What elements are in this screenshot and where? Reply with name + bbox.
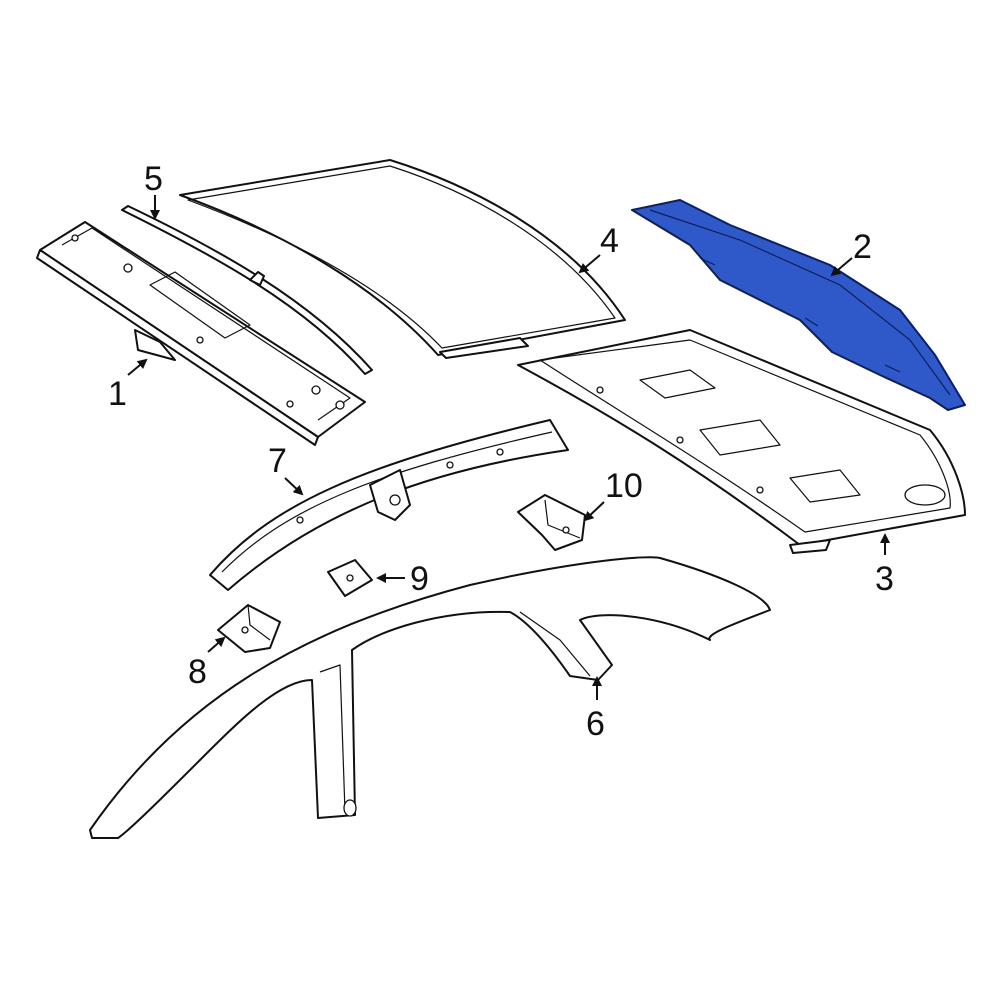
- leader-8: [207, 636, 226, 653]
- part-4-roof-panel[interactable]: [179, 159, 626, 359]
- callout-labels: 1 2 3 4 5 6 7 8 9 10: [108, 160, 894, 743]
- callout-8[interactable]: 8: [188, 653, 207, 691]
- part-3-rear-panel[interactable]: [517, 329, 966, 554]
- leader-10: [583, 501, 605, 522]
- callout-1[interactable]: 1: [108, 375, 127, 413]
- callout-6[interactable]: 6: [586, 705, 605, 743]
- callout-10[interactable]: 10: [605, 467, 643, 505]
- callout-9[interactable]: 9: [410, 560, 429, 598]
- part-5-molding[interactable]: [121, 205, 373, 375]
- part-2-rear-reinforcement[interactable]: [631, 199, 966, 411]
- callout-3[interactable]: 3: [875, 560, 894, 598]
- part-6-side-frame[interactable]: [89, 556, 771, 839]
- callout-2[interactable]: 2: [853, 228, 872, 266]
- leader-lines: [127, 195, 890, 700]
- part-9-bracket[interactable]: [327, 559, 373, 597]
- part-7-side-rail[interactable]: [209, 419, 569, 591]
- leader-4: [578, 254, 601, 274]
- leader-2: [830, 257, 853, 277]
- leader-1: [127, 358, 148, 376]
- callout-7[interactable]: 7: [268, 442, 287, 480]
- callout-5[interactable]: 5: [144, 160, 163, 198]
- part-8-hinge[interactable]: [217, 604, 281, 653]
- leader-7: [284, 477, 304, 496]
- part-10-bracket[interactable]: [517, 494, 586, 551]
- callout-4[interactable]: 4: [600, 222, 619, 260]
- part-1-front-header[interactable]: [36, 221, 366, 446]
